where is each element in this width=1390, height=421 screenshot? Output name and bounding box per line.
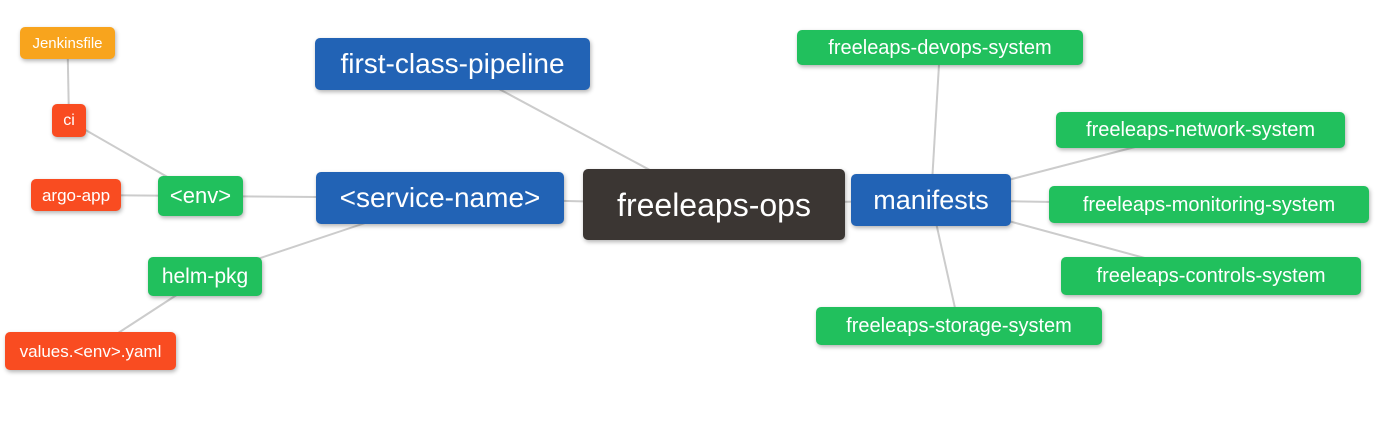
node-freeleaps-monitoring-system[interactable]: freeleaps-monitoring-system — [1049, 186, 1369, 223]
node-values-env-yaml[interactable]: values.<env>.yaml — [5, 332, 176, 370]
node-argo-app[interactable]: argo-app — [31, 179, 121, 211]
node-helm-pkg[interactable]: helm-pkg — [148, 257, 262, 296]
node-ci[interactable]: ci — [52, 104, 86, 137]
node-freeleaps-controls-system[interactable]: freeleaps-controls-system — [1061, 257, 1361, 295]
node-manifests[interactable]: manifests — [851, 174, 1011, 226]
node-freeleaps-storage-system[interactable]: freeleaps-storage-system — [816, 307, 1102, 345]
node-env[interactable]: <env> — [158, 176, 243, 216]
node-freeleaps-network-system[interactable]: freeleaps-network-system — [1056, 112, 1345, 148]
node-jenkinsfile[interactable]: Jenkinsfile — [20, 27, 115, 59]
node-first-class-pipeline[interactable]: first-class-pipeline — [315, 38, 590, 90]
node-freeleaps-ops[interactable]: freeleaps-ops — [583, 169, 845, 240]
node-freeleaps-devops-system[interactable]: freeleaps-devops-system — [797, 30, 1083, 65]
node-service-name[interactable]: <service-name> — [316, 172, 564, 224]
